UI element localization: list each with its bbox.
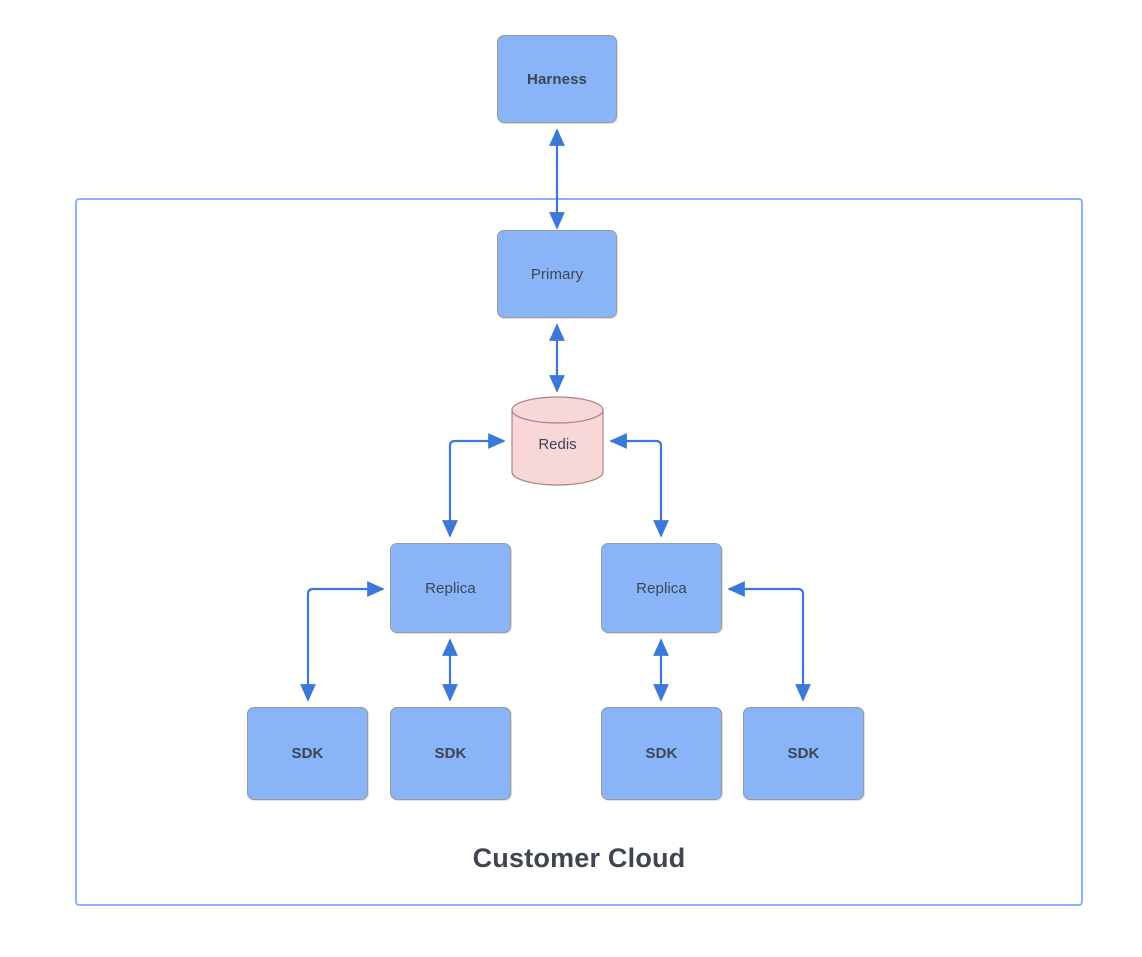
node-harness-label: Harness [527, 70, 587, 88]
node-replica-1-label: Replica [425, 579, 476, 597]
node-replica-2-label: Replica [636, 579, 687, 597]
customer-cloud-boundary [75, 198, 1083, 906]
node-primary-label: Primary [530, 265, 584, 283]
node-replica-1[interactable]: Replica [390, 543, 511, 633]
node-harness[interactable]: Harness [497, 35, 617, 123]
customer-cloud-label: Customer Cloud [472, 843, 686, 873]
node-sdk-1-label: SDK [291, 745, 324, 762]
node-sdk-3[interactable]: SDK [601, 707, 722, 800]
node-sdk-2[interactable]: SDK [390, 707, 511, 800]
node-replica-2[interactable]: Replica [601, 543, 722, 633]
node-sdk-2-label: SDK [434, 745, 467, 762]
node-sdk-3-label: SDK [645, 745, 678, 762]
node-redis-database[interactable]: Redis [511, 396, 604, 486]
node-redis-label: Redis [538, 435, 577, 453]
cylinder-icon [511, 396, 604, 486]
node-sdk-4-label: SDK [787, 745, 820, 762]
node-sdk-1[interactable]: SDK [247, 707, 368, 800]
node-sdk-4[interactable]: SDK [743, 707, 864, 800]
node-primary[interactable]: Primary [497, 230, 617, 318]
